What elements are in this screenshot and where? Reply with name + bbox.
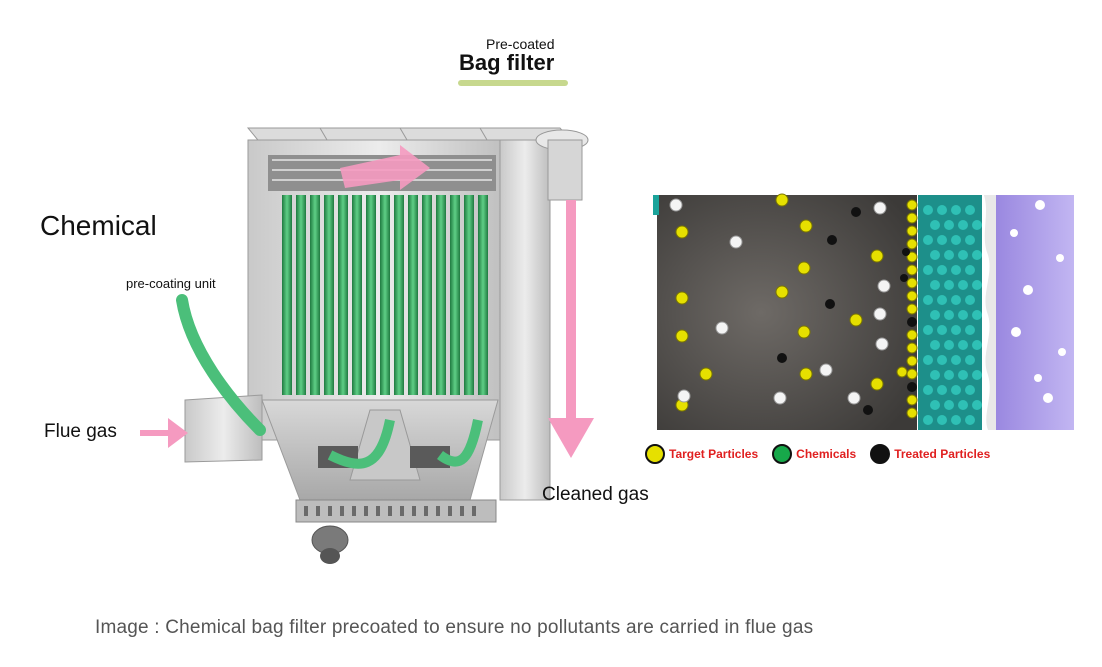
legend-swatch-treated	[870, 444, 891, 464]
legend-swatch-target	[645, 444, 665, 464]
particle-panel	[653, 193, 1074, 430]
cleaned-gas-label: Cleaned gas	[542, 484, 649, 505]
legend-item-treated: Treated Particles	[870, 444, 998, 464]
filter-bags	[282, 195, 488, 395]
title-underline-bar	[458, 80, 568, 86]
chemical-label: Chemical	[40, 210, 157, 241]
image-caption: Image : Chemical bag filter precoated to…	[95, 617, 814, 638]
legend-swatch-chemicals	[772, 444, 793, 464]
legend-item-target: Target Particles	[645, 444, 766, 464]
legend-label: Chemicals	[796, 447, 857, 461]
particle-legend: Target Particles Chemicals Treated Parti…	[645, 442, 998, 466]
legend-label: Treated Particles	[894, 447, 991, 461]
legend-label: Target Particles	[669, 447, 759, 461]
legend-item-chemicals: Chemicals	[772, 444, 864, 464]
bag-filter-apparatus	[140, 127, 594, 564]
pre-coated-label: Pre-coated	[486, 36, 555, 52]
flue-gas-label: Flue gas	[44, 421, 117, 442]
pre-coating-unit-label: pre-coating unit	[126, 276, 216, 291]
bag-filter-title: Bag filter	[459, 50, 555, 75]
